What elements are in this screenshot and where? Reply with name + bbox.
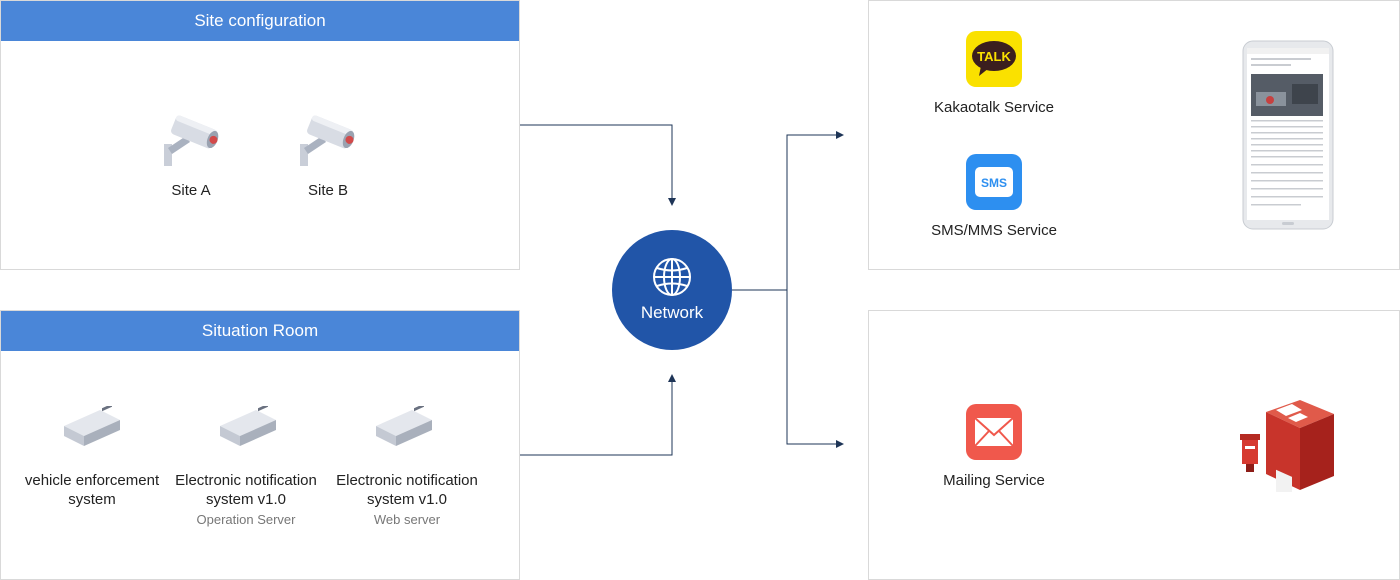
network-to-messaging-line: [786, 131, 844, 290]
web-server-sublabel: Web server: [373, 512, 441, 527]
site-a-label: Site A: [171, 182, 211, 199]
server-label-vehicle: vehicle enforcement system: [24, 472, 160, 508]
network-node: Network: [612, 230, 732, 350]
sms-icon: SMS: [966, 154, 1022, 210]
situation-room-panel: Situation Room: [0, 310, 520, 580]
server-icon: [64, 406, 120, 446]
post-office-icon: [1240, 400, 1334, 492]
kakaotalk-icon: TALK: [966, 31, 1022, 87]
site-configuration-title: Site configuration: [1, 1, 519, 41]
svg-text:SMS: SMS: [981, 176, 1007, 190]
cctv-camera-icon: [164, 115, 219, 166]
site-configuration-panel: Site configuration: [0, 0, 520, 270]
situation-room-title: Situation Room: [1, 311, 519, 351]
cctv-camera-icon: [300, 115, 355, 166]
sms-mms-service-label: SMS/MMS Service: [931, 222, 1057, 239]
site-to-network-line: [520, 124, 676, 206]
mailing-service-label: Mailing Service: [943, 472, 1045, 489]
server-icon: [376, 406, 432, 446]
room-to-network-line: [520, 374, 676, 456]
server-icon: [220, 406, 276, 446]
server-label-operation: Electronic notification system v1.0: [175, 472, 317, 508]
operation-server-sublabel: Operation Server: [196, 512, 296, 527]
kakaotalk-service-label: Kakaotalk Service: [933, 99, 1055, 116]
server-label-web: Electronic notification system v1.0: [336, 472, 478, 508]
svg-text:TALK: TALK: [977, 49, 1011, 64]
site-b-label: Site B: [307, 182, 349, 199]
globe-icon: [653, 258, 691, 296]
smartphone-icon: [1242, 40, 1334, 230]
mail-icon: [966, 404, 1022, 460]
network-label: Network: [640, 303, 704, 322]
network-to-mailing-line: [786, 290, 844, 448]
